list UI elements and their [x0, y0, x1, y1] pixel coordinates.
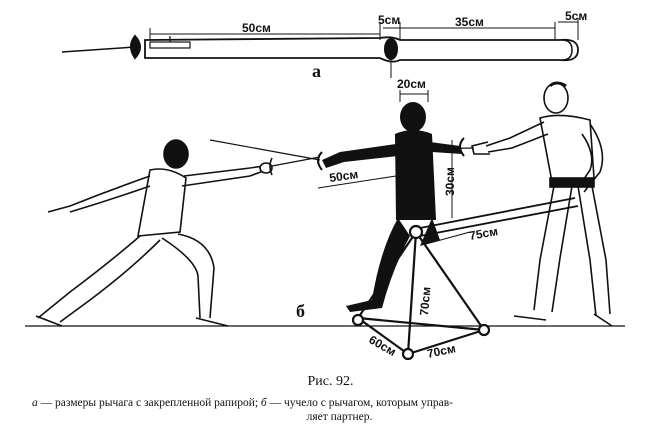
partner-foil-guard: [459, 137, 465, 157]
dim-lever-rod: 75см: [468, 224, 499, 243]
dim-lever-pivot: 5см: [378, 13, 400, 27]
control-lever: [419, 197, 579, 237]
dim-lever-end: 5см: [565, 9, 587, 23]
lever-diagram: [61, 34, 579, 78]
lunging-fencer: [35, 139, 321, 327]
caption-text-a: — размеры рычага с закрепленной рапирой;: [37, 397, 261, 409]
figure-caption: а — размеры рычага с закрепленной рапиро…: [32, 396, 647, 424]
dummy-foil: [209, 139, 321, 161]
panel-label-a: а: [312, 61, 321, 81]
dummy-dimension-lines: [317, 90, 471, 245]
dim-base-side-b: 70см: [426, 341, 457, 361]
dummy-stand: [351, 224, 491, 361]
caption-continuation: ляет партнер.: [306, 411, 373, 423]
dim-dummy-torso: 30см: [443, 167, 457, 196]
lever-dimension-lines: [149, 18, 579, 40]
partner-figure: [471, 81, 613, 327]
figure-illustration: 50см 5см 35см 5см а: [25, 9, 625, 361]
caption-text-b: — чучело с рычагом, которым управ-: [266, 397, 453, 409]
caption-letter-b: б: [260, 397, 267, 409]
dim-lever-tail: 35см: [455, 15, 484, 29]
figure-caption-title: Рис. 92.: [307, 374, 354, 389]
caption-letter-a: а: [32, 397, 38, 409]
dim-lever-main: 50см: [242, 21, 271, 35]
fencing-dummy: [322, 102, 462, 312]
partner-foil: [379, 147, 475, 151]
dummy-foil-guard: [317, 151, 323, 171]
dim-stand-height: 70см: [417, 286, 433, 316]
dim-dummy-arm: 50см: [328, 167, 359, 185]
dim-dummy-width: 20см: [397, 77, 426, 91]
panel-label-b: б: [296, 301, 305, 321]
